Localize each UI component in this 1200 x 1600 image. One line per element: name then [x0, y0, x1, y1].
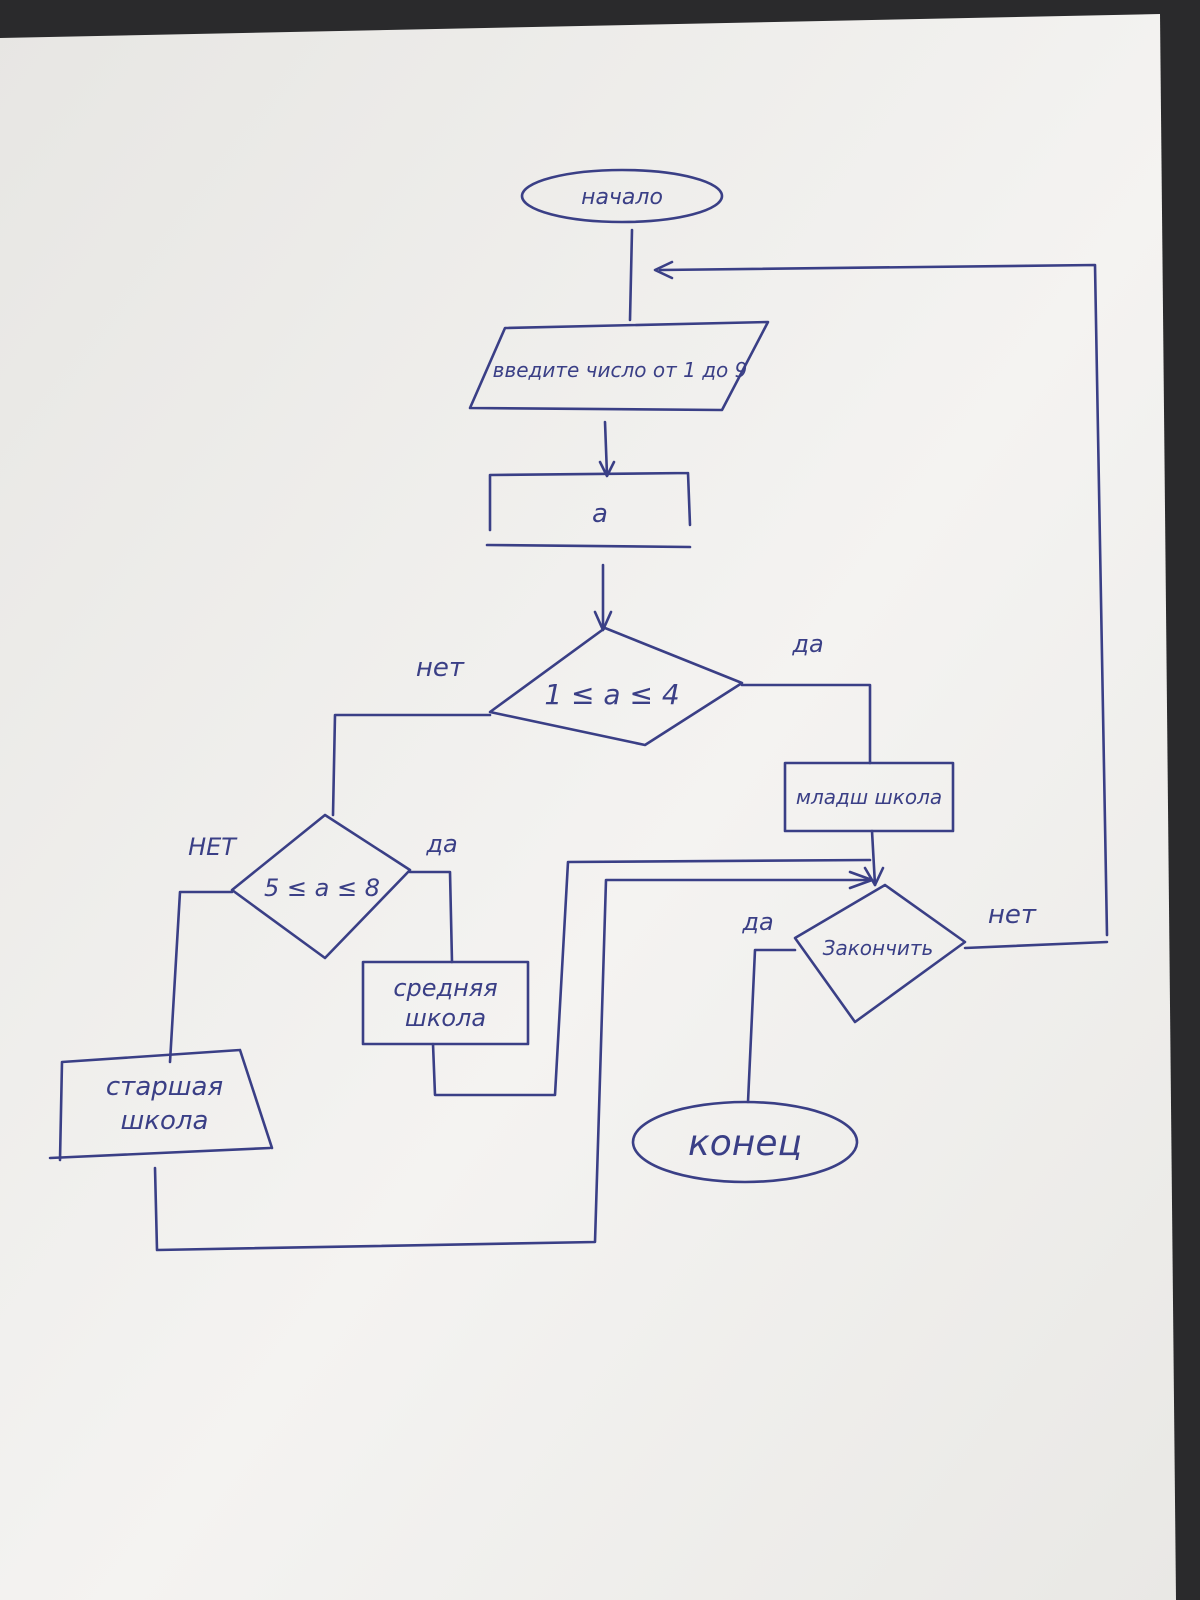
middle-school-label: средняя школа — [393, 974, 498, 1032]
input-parallelogram: введите число от 1 до 9 — [468, 320, 770, 412]
senior-school-label: старшая школа — [105, 1072, 224, 1136]
condition1-no-label: нет — [416, 653, 465, 683]
end-terminator: конец — [631, 1100, 859, 1184]
end-label: конец — [688, 1123, 802, 1164]
start-label: начало — [581, 185, 663, 210]
arrowhead-finish-side — [848, 870, 874, 890]
senior-school-box: старшая школа — [48, 1048, 274, 1162]
finish-yes-label: да — [741, 908, 773, 936]
condition1-diamond: 1 ≤ а ≤ 4 нет да — [416, 626, 824, 747]
condition1-label: 1 ≤ а ≤ 4 — [544, 678, 679, 711]
start-terminator: начало — [520, 168, 724, 224]
condition2-no-label: НЕТ — [188, 833, 238, 861]
connector-middle-finish — [431, 858, 872, 1097]
condition2-yes-label: да — [425, 830, 457, 858]
arrowhead-cond1 — [593, 610, 613, 632]
connector-finish-no — [963, 940, 1109, 950]
connector-start-input — [628, 228, 634, 322]
condition1-yes-label: да — [791, 630, 823, 658]
finish-diamond: Закончить да нет — [741, 883, 1037, 1024]
middle-school-box: средняя школа — [361, 960, 530, 1046]
connector-cond1-no — [331, 713, 492, 817]
connector-junior-finish — [870, 829, 877, 887]
connector-senior-finish — [153, 878, 872, 1252]
connector-cond1-yes — [740, 683, 872, 765]
arrowhead-variable — [598, 460, 616, 478]
input-label: введите число от 1 до 9 — [492, 358, 748, 382]
connectors — [153, 228, 1109, 1252]
connector-input-variable — [603, 420, 609, 477]
finish-no-label: нет — [988, 900, 1037, 930]
junior-school-label: младш школа — [795, 785, 943, 809]
connector-loop-back — [658, 263, 1109, 937]
connector-cond2-no — [168, 890, 234, 1064]
junior-school-box: младш школа — [783, 761, 955, 833]
variable-process-box: а — [485, 471, 692, 549]
finish-label: Закончить — [823, 936, 934, 960]
connector-finish-yes — [746, 948, 797, 1104]
paper-sheet — [0, 14, 1176, 1600]
condition2-diamond: 5 ≤ а ≤ 8 НЕТ да — [188, 813, 458, 960]
arrowhead-finish — [863, 866, 885, 887]
condition2-label: 5 ≤ а ≤ 8 — [264, 874, 380, 902]
arrowhead-loop — [653, 260, 674, 280]
connector-cond2-yes — [408, 870, 454, 964]
variable-label: а — [592, 499, 608, 529]
